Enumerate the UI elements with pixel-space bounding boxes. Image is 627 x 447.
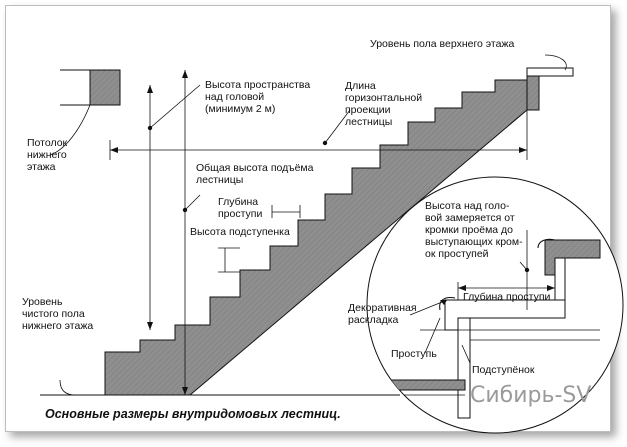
label-decorative-2: раскладка [348,314,399,326]
label-detail-note-5: ок проступей [425,248,489,260]
label-length-3: проекции [345,104,391,116]
label-tread-depth-1: Глубина [218,196,258,208]
upper-landing [526,67,574,111]
label-detail-note-2: вой замеряется от [425,212,515,224]
label-riser-height: Высота подступенка [190,226,290,238]
riser-height-dimension [218,247,240,273]
figure-caption: Основные размеры внутридомовых лестниц. [45,407,341,421]
label-length-1: Длина [345,80,376,92]
label-ceiling-1: Потолок [27,137,68,149]
label-headroom-2: над головой [205,91,264,103]
horizontal-length-dimension [109,68,528,160]
label-riser: Подступёнок [472,364,535,376]
ceiling-leader [49,104,91,156]
label-detail-note-4: выступающих кром- [425,236,523,248]
label-decorative-1: Декоративная [348,302,417,314]
upper-slab-left [60,69,121,106]
staircase [104,79,528,396]
lower-floor-leader [59,379,76,396]
label-lower-floor-2: чистого пола [22,308,85,320]
label-lower-floor-1: Уровень [22,296,63,308]
label-lower-floor-3: нижнего этажа [22,320,93,332]
tread-depth-dimension [271,205,301,218]
label-tread: Проступь [391,348,437,360]
label-upper-floor-level: Уровень пола верхнего этажа [370,38,514,50]
label-ceiling-3: этажа [27,161,56,173]
label-tread-depth-2: проступи [218,208,262,220]
watermark: Сибирь-SV [470,383,591,408]
label-length-4: лестницы [345,116,392,128]
label-headroom-1: Высота пространства [205,79,310,91]
total-rise-dimension [182,70,201,395]
detail-circle [366,176,624,434]
label-total-rise-2: лестницы [196,174,243,186]
label-detail-note-1: Высота над голо- [425,200,510,212]
label-total-rise-1: Общая высота подъёма [196,162,314,174]
label-ceiling-2: нижнего [27,149,67,161]
label-headroom-3: (минимум 2 м) [205,103,275,115]
label-detail-note-3: кромки проёма до [425,224,513,236]
upper-floor-leader [544,54,567,71]
label-length-2: горизонтальной [345,92,422,104]
headroom-dimension [147,84,201,330]
label-detail-tread-depth: Глубина проступи [463,291,551,303]
